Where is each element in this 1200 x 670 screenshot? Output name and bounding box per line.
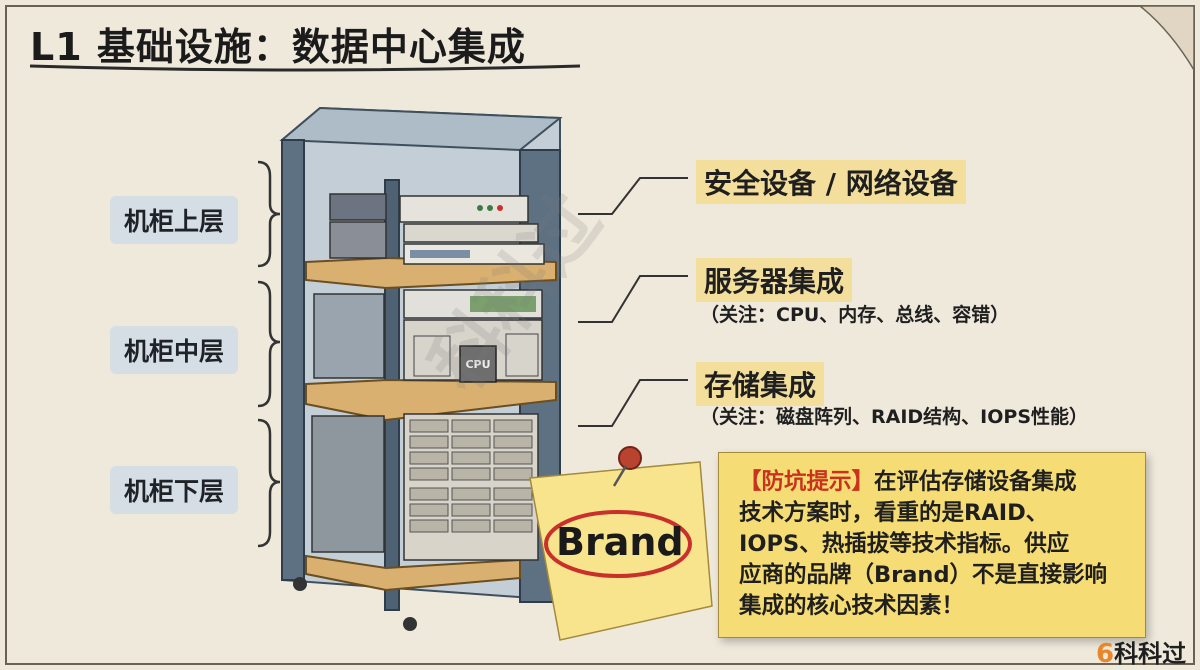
storage-arrays [312, 414, 538, 560]
layer-label-middle: 机柜中层 [110, 326, 238, 374]
layer-braces [258, 162, 280, 546]
tip-note: 【防坑提示】在评估存储设备集成 技术方案时，看重的是RAID、 IOPS、热插拔… [718, 452, 1146, 638]
page-curl [1140, 6, 1194, 70]
label-server-integration: 服务器集成 [696, 258, 852, 302]
push-pin-icon [619, 447, 641, 469]
tip-line: 技术方案时，看重的是RAID、 [739, 498, 1131, 529]
brand-logo: 6科科过 [1096, 634, 1186, 669]
rack-post-left [282, 140, 304, 580]
label-storage-note: （关注：磁盘阵列、RAID结构、IOPS性能） [700, 402, 1088, 429]
tip-prefix: 【防坑提示】 [739, 469, 874, 495]
logo-mark-icon: 6 [1096, 639, 1114, 669]
layer-label-bottom: 机柜下层 [110, 466, 238, 514]
label-server-note: （关注：CPU、内存、总线、容错） [700, 300, 1009, 327]
tip-line: 应商的品牌（Brand）不是直接影响 [739, 560, 1131, 591]
tip-line: 集成的核心技术因素！ [739, 591, 1131, 622]
tip-line: 在评估存储设备集成 [874, 469, 1077, 495]
logo-text: 科科过 [1114, 640, 1186, 668]
tip-line: IOPS、热插拔等技术指标。供应 [739, 529, 1131, 560]
label-storage-integration: 存储集成 [696, 362, 824, 406]
rack-wheel [293, 577, 307, 591]
rack-wheel [403, 617, 417, 631]
layer-label-top: 机柜上层 [110, 196, 238, 244]
server-rack: CPU [282, 108, 560, 631]
page-title: L1 基础设施：数据中心集成 [30, 16, 526, 71]
brand-text: Brand [556, 520, 684, 564]
label-security-network: 安全设备 / 网络设备 [696, 160, 966, 204]
